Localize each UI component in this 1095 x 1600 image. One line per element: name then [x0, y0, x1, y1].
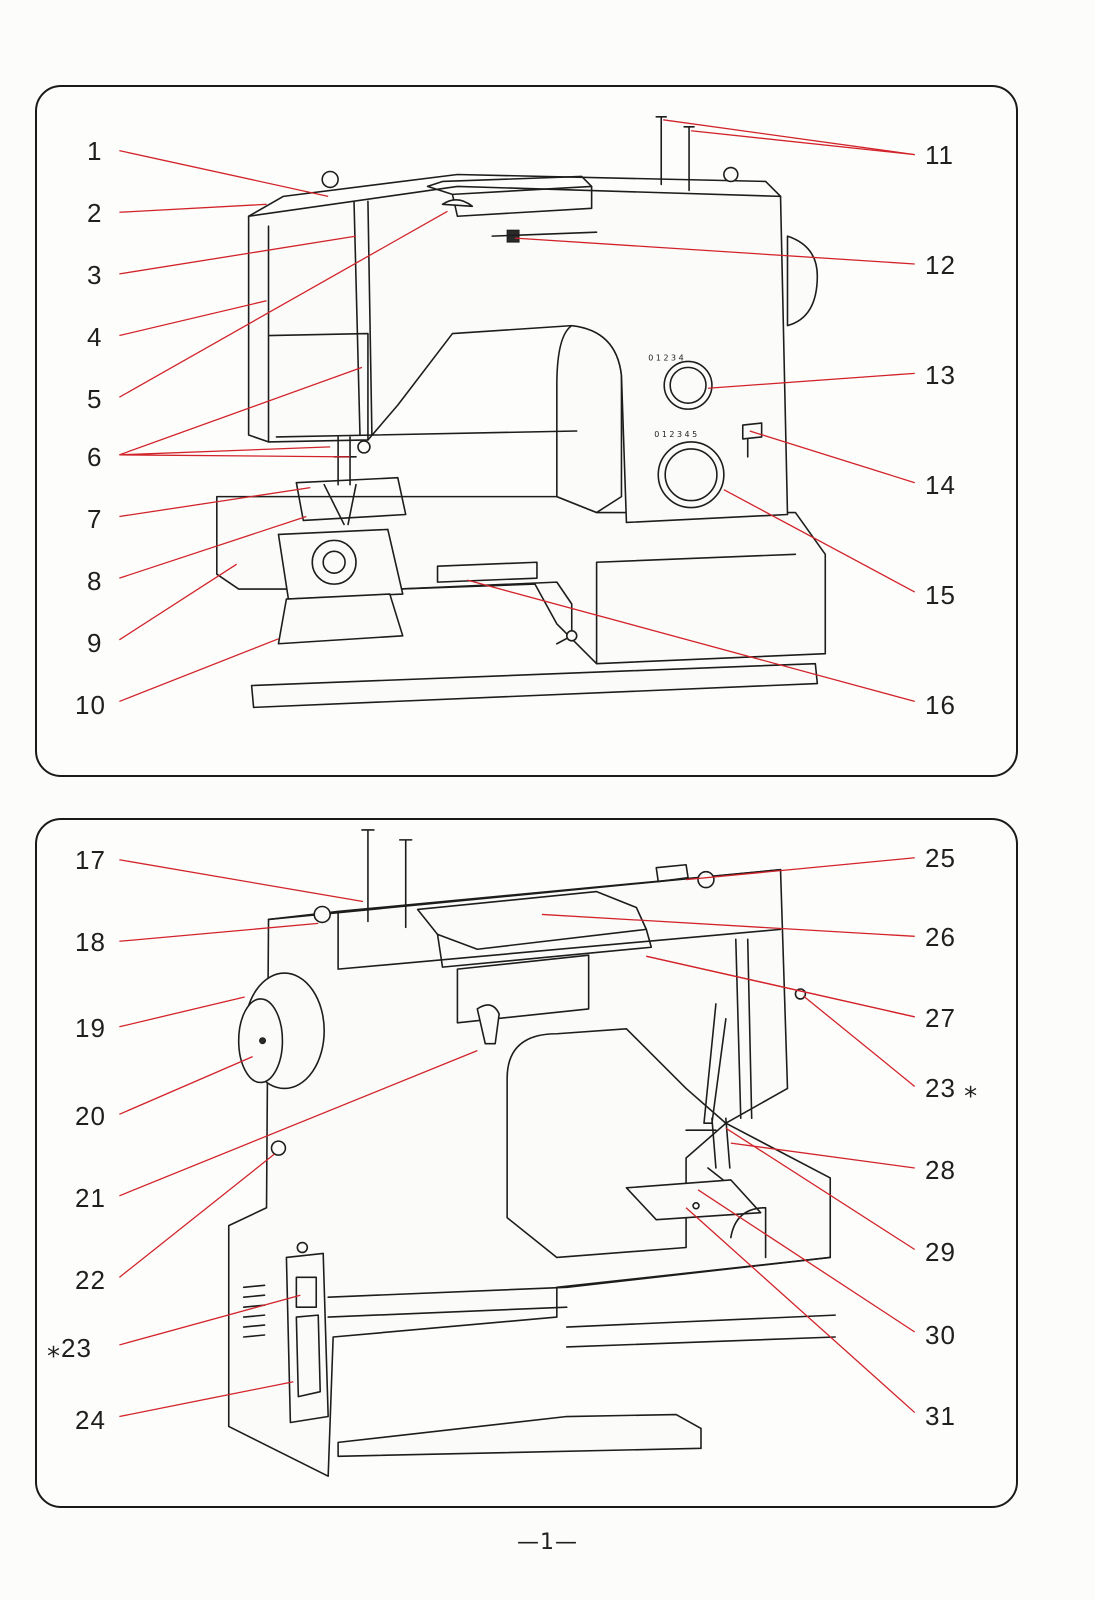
front-view-machine-drawing: 0 1 2 3 4 0 1 2 3 4 5 — [119, 116, 916, 709]
pressure-lever — [476, 1004, 500, 1045]
label-15: 15 — [925, 580, 956, 610]
bulb-screw — [296, 1241, 309, 1254]
label-18: 18 — [75, 927, 106, 957]
face-plate — [267, 225, 369, 443]
back-view-machine-drawing — [118, 829, 916, 1477]
pillar — [556, 324, 623, 514]
machine-arm — [247, 185, 789, 524]
label-6: 6 — [87, 442, 103, 472]
label-29: 29 — [925, 1237, 956, 1267]
label-30: 30 — [925, 1320, 956, 1350]
label-25: 25 — [925, 843, 956, 873]
label-26: 26 — [925, 922, 956, 952]
bobbin-winder-stop — [313, 905, 331, 924]
label-17: 17 — [75, 845, 106, 875]
body-band — [327, 1256, 832, 1318]
shuttle-race — [311, 539, 357, 585]
reverse-lever — [741, 422, 763, 440]
base-board — [337, 1413, 702, 1458]
label-12: 12 — [925, 250, 956, 280]
label-5: 5 — [87, 384, 103, 414]
back-view-panel: 17 18 19 20 21 22 ⁎23 24 25 26 27 23 ⁎ 2… — [35, 818, 1018, 1508]
label-1: 1 — [87, 136, 103, 166]
handwheel-edge — [786, 235, 819, 327]
stitch-length-dial — [657, 441, 725, 509]
drop-feed-slot — [436, 561, 538, 583]
label-7: 7 — [87, 504, 103, 534]
thread-guide — [441, 199, 474, 208]
socket — [295, 1314, 322, 1398]
back-leader-lines — [118, 857, 916, 1418]
base-board — [250, 662, 819, 709]
thread-guide-top — [655, 863, 689, 883]
side-screw — [270, 1140, 287, 1156]
tension-top — [321, 170, 339, 189]
bed-edge — [595, 553, 797, 665]
length-scale-text: 0 1 2 3 4 5 — [654, 430, 697, 439]
shuttle-center — [322, 550, 346, 574]
front-view-panel: 0 1 2 3 4 0 1 2 3 4 5 1 2 3 4 5 6 7 8 9 … — [35, 85, 1018, 777]
needle-plate — [295, 476, 407, 522]
thread-guide-bar — [734, 938, 753, 1120]
label-10: 10 — [75, 690, 106, 720]
label-3: 3 — [87, 260, 103, 290]
label-23-left: ⁎23 — [47, 1333, 92, 1363]
label-22: 22 — [75, 1265, 106, 1295]
spool-pins — [361, 829, 413, 929]
handle-recess — [456, 954, 590, 1024]
bobbin-winder-stop — [723, 166, 739, 183]
needle-assembly — [685, 1117, 737, 1191]
label-24: 24 — [75, 1405, 106, 1435]
arm-underline — [275, 430, 578, 438]
free-arm-edges — [565, 1314, 837, 1348]
needle-plate — [625, 1179, 762, 1221]
label-27: 27 — [925, 1003, 956, 1033]
front-leader-lines — [119, 119, 916, 703]
label-11: 11 — [925, 140, 954, 170]
label-14: 14 — [925, 470, 956, 500]
label-4: 4 — [87, 322, 103, 352]
motor-vents — [242, 1284, 266, 1338]
label-2: 2 — [87, 198, 103, 228]
width-scale-text: 0 1 2 3 4 — [648, 353, 683, 362]
take-up-lever — [703, 1003, 727, 1125]
label-13: 13 — [925, 360, 956, 390]
bed-end-recess — [730, 1206, 767, 1259]
label-28: 28 — [925, 1155, 956, 1185]
label-21: 21 — [75, 1183, 106, 1213]
needle-clamp-screw — [357, 440, 371, 454]
bed-screw — [565, 630, 578, 642]
label-23-right: 23 ⁎ — [925, 1073, 979, 1103]
label-8: 8 — [87, 566, 103, 596]
tension-knob — [697, 870, 715, 889]
stitch-width-dial — [663, 360, 713, 410]
label-9: 9 — [87, 628, 103, 658]
label-16: 16 — [925, 690, 956, 720]
arm-top — [247, 173, 782, 218]
take-up-slot — [353, 200, 373, 436]
spool-pins — [655, 116, 695, 192]
power-switch — [295, 1276, 318, 1308]
label-19: 19 — [75, 1013, 106, 1043]
label-31: 31 — [925, 1401, 956, 1431]
shuttle-cover — [277, 593, 404, 645]
cover-front — [436, 928, 653, 968]
label-20: 20 — [75, 1101, 106, 1131]
page-number: —1— — [517, 1530, 578, 1555]
top-side — [337, 910, 782, 970]
